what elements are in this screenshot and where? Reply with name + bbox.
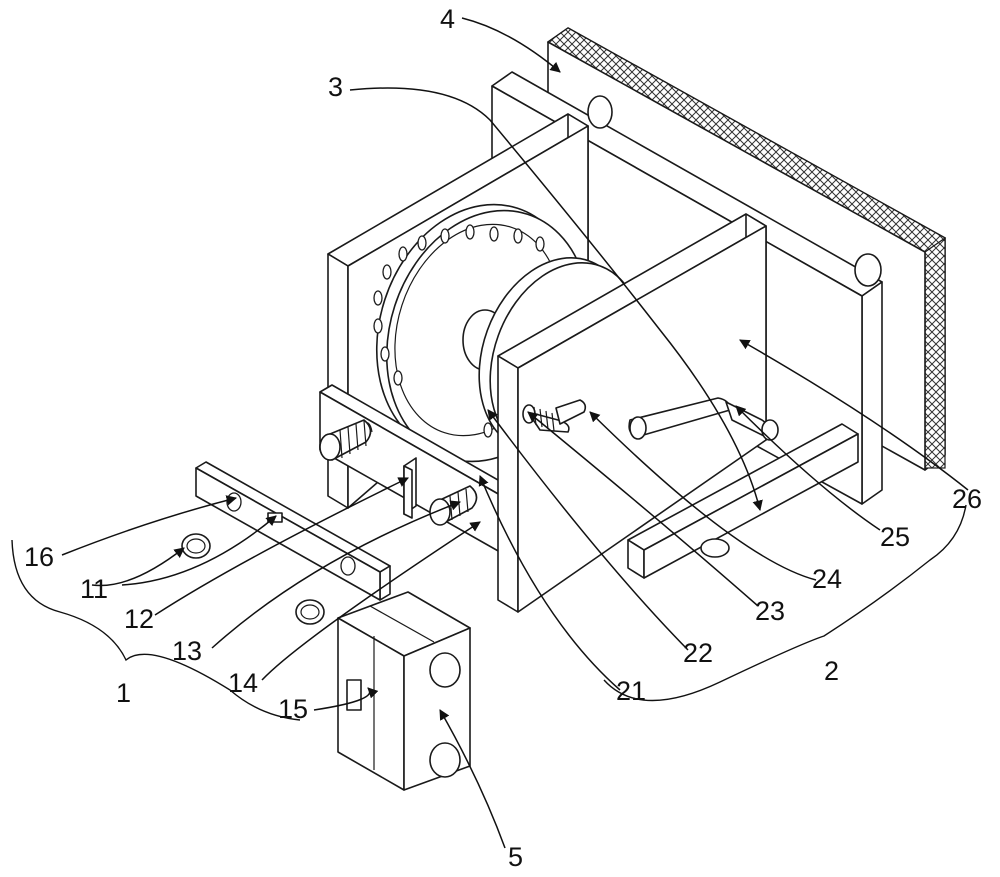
threaded-sleeve-1 [181,533,211,559]
label-21: 21 [616,676,646,706]
label-16: 16 [24,542,54,572]
label-11: 11 [80,574,108,604]
leader-lines [61,17,969,849]
spring-left [319,419,373,461]
threaded-sleeve-2 [295,599,325,625]
detached-bar [195,461,391,601]
label-5: 5 [508,842,523,872]
label-4: 4 [440,4,455,34]
label-26: 26 [952,484,982,514]
label-23: 23 [755,596,785,626]
label-25: 25 [880,522,910,552]
label-1: 1 [116,678,131,708]
locking-block [337,591,471,791]
reference-labels: 4 3 26 25 24 23 22 2 21 16 11 12 13 14 1… [24,4,982,872]
label-2: 2 [824,656,839,686]
disc-holes [373,224,545,438]
brace-group-1 [11,539,301,721]
label-22: 22 [683,638,713,668]
label-3: 3 [328,72,343,102]
label-15: 15 [278,694,308,724]
label-14: 14 [228,668,258,698]
label-13: 13 [172,636,202,666]
label-12: 12 [124,604,154,634]
brace-group-2 [603,504,967,702]
label-24: 24 [812,564,842,594]
